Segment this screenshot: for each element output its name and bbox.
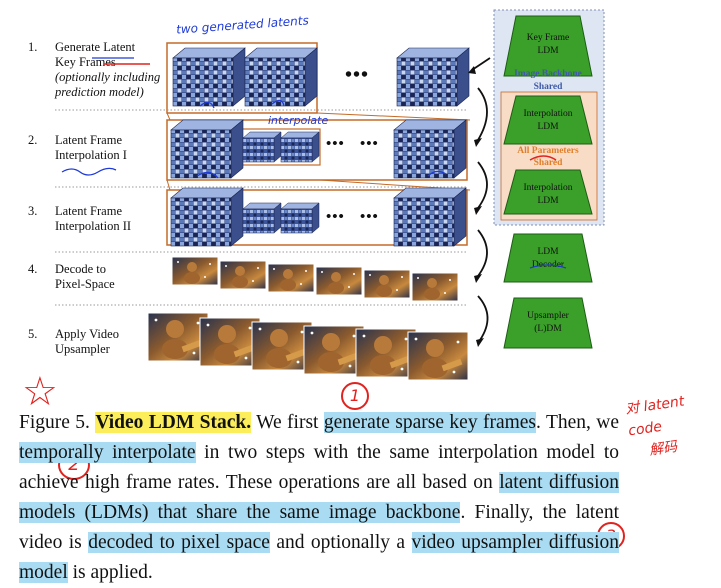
- interp1-line1: Interpolation: [523, 109, 572, 119]
- interp2-window-box: [166, 189, 468, 246]
- figure-label: Figure 5.: [19, 412, 90, 433]
- caption-text: . Finally, the latent video is: [19, 502, 620, 553]
- upsampler-line1: Upsampler: [527, 311, 570, 321]
- upsampler-block: [503, 297, 593, 349]
- stage-arrow: [477, 87, 488, 141]
- keyframe-ldm-line2: LDM: [537, 46, 559, 56]
- stage-text: Decode to Pixel-Space: [55, 262, 115, 292]
- decoded-frame: [363, 269, 411, 299]
- interp2-line2: LDM: [537, 196, 559, 206]
- ellipsis-row2b: •••: [360, 136, 379, 152]
- latent-keyframe-cube: [172, 47, 246, 107]
- latent-keyframe-cube: [393, 187, 467, 247]
- decoded-frame: [315, 266, 363, 296]
- stage-arrow: [477, 161, 488, 209]
- upsampled-frame: [147, 312, 209, 362]
- decoded-frame: [219, 260, 267, 290]
- stage-line: Apply Video: [55, 327, 119, 341]
- handwritten-side-note: 对 latent code 解码: [624, 386, 721, 464]
- decoded-frame: [411, 272, 459, 302]
- stage-text: Generate Latent Key Frames (optionally i…: [55, 40, 160, 100]
- latent-keyframe-cube: [170, 187, 244, 247]
- ellipsis-row3b: •••: [360, 209, 379, 225]
- caption-text: We first: [251, 412, 324, 433]
- caption-highlight: decoded to pixel space: [88, 532, 270, 553]
- interpolation-ldm-block-1: [503, 95, 593, 145]
- interpolated-latent-cube: [280, 131, 320, 163]
- stage-number: 3.: [28, 204, 38, 218]
- caption-text: is applied.: [67, 562, 153, 583]
- upsampled-frame: [303, 325, 365, 375]
- stage-note: prediction model): [55, 85, 144, 99]
- stage-line: Latent Frame: [55, 133, 122, 147]
- interpolated-latent-cube: [242, 202, 282, 234]
- ink-annotations-blue: [61, 57, 567, 269]
- params-label-line2: Shared: [534, 158, 564, 168]
- stage-number: 1.: [28, 40, 38, 54]
- stage-arrow: [477, 295, 489, 341]
- upsampled-frame: [407, 331, 469, 381]
- keyframe-ldm-line1: Key Frame: [527, 33, 569, 43]
- stage-arrow: [477, 229, 488, 277]
- stage-text: Apply Video Upsampler: [55, 327, 119, 357]
- figure-title: Video LDM Stack.: [95, 412, 252, 433]
- latent-keyframe-cube: [393, 119, 467, 179]
- ellipsis-row3: •••: [326, 209, 345, 225]
- upsampler-line2: (L)DM: [534, 323, 562, 334]
- caption-highlight: temporally interpolate: [19, 442, 196, 463]
- backbone-label-line1: Image Backbone: [514, 69, 582, 79]
- ellipsis-row1: •••: [345, 64, 370, 86]
- upsampled-frame: [199, 317, 261, 367]
- interp2-line1: Interpolation: [523, 183, 572, 193]
- stage-line: Interpolation I: [55, 148, 127, 162]
- stage-text: Latent Frame Interpolation II: [55, 204, 131, 234]
- backbone-label-line2: Shared: [534, 82, 564, 92]
- interpolation-ldm-block-2: [503, 169, 593, 215]
- video-ldm-diagram: Key Frame LDM Image Backbone Shared Inte…: [55, 9, 605, 381]
- decoder-line1: LDM: [537, 247, 559, 257]
- params-label-line1: All Parameters: [517, 146, 579, 156]
- ink-annotations-red: [104, 63, 557, 161]
- keyframe-ldm-block: [503, 15, 593, 77]
- interp1-window-box: [166, 119, 468, 181]
- stage-line: Upsampler: [55, 342, 110, 356]
- interpolated-latent-cube: [280, 202, 320, 234]
- stage-line: Decode to: [55, 262, 107, 276]
- decoded-frame: [267, 263, 315, 293]
- stage-number: 2.: [28, 133, 38, 147]
- caption-text: . Then, we: [536, 412, 620, 433]
- latent-keyframe-cube: [244, 47, 318, 107]
- latent-keyframe-cube: [396, 47, 470, 107]
- upsampled-frame: [355, 328, 417, 378]
- upsampled-frame: [251, 321, 313, 371]
- interp1-line2: LDM: [537, 122, 559, 132]
- stage-line: Latent Frame: [55, 204, 122, 218]
- stage-line: Pixel-Space: [55, 277, 115, 291]
- handwritten-note-interpolate: interpolate: [268, 114, 329, 127]
- figure-caption: Figure 5. Video LDM Stack. We first gene…: [19, 408, 619, 588]
- stage-note: (optionally including: [55, 70, 161, 84]
- stage-line: Interpolation II: [55, 219, 132, 233]
- decoded-frame: [171, 256, 219, 286]
- ellipsis-row2: •••: [326, 136, 345, 152]
- caption-highlight: generate sparse key frames: [323, 412, 537, 433]
- caption-text: in two steps with the same interpolation…: [19, 442, 619, 493]
- handwritten-circle-1: 1: [341, 382, 369, 410]
- stage-number: 5.: [28, 327, 38, 341]
- caption-text: and optionally a: [269, 532, 412, 553]
- latent-keyframe-cube: [170, 119, 244, 179]
- star-icon: ☆: [22, 369, 58, 415]
- keyframe-model-arrow: [471, 57, 491, 71]
- interpolated-latent-cube: [242, 131, 282, 163]
- stage-line: Generate Latent: [55, 40, 136, 54]
- stage-text: Latent Frame Interpolation I: [55, 133, 127, 163]
- stage-number: 4.: [28, 262, 38, 276]
- ldm-decoder-block: [503, 233, 593, 283]
